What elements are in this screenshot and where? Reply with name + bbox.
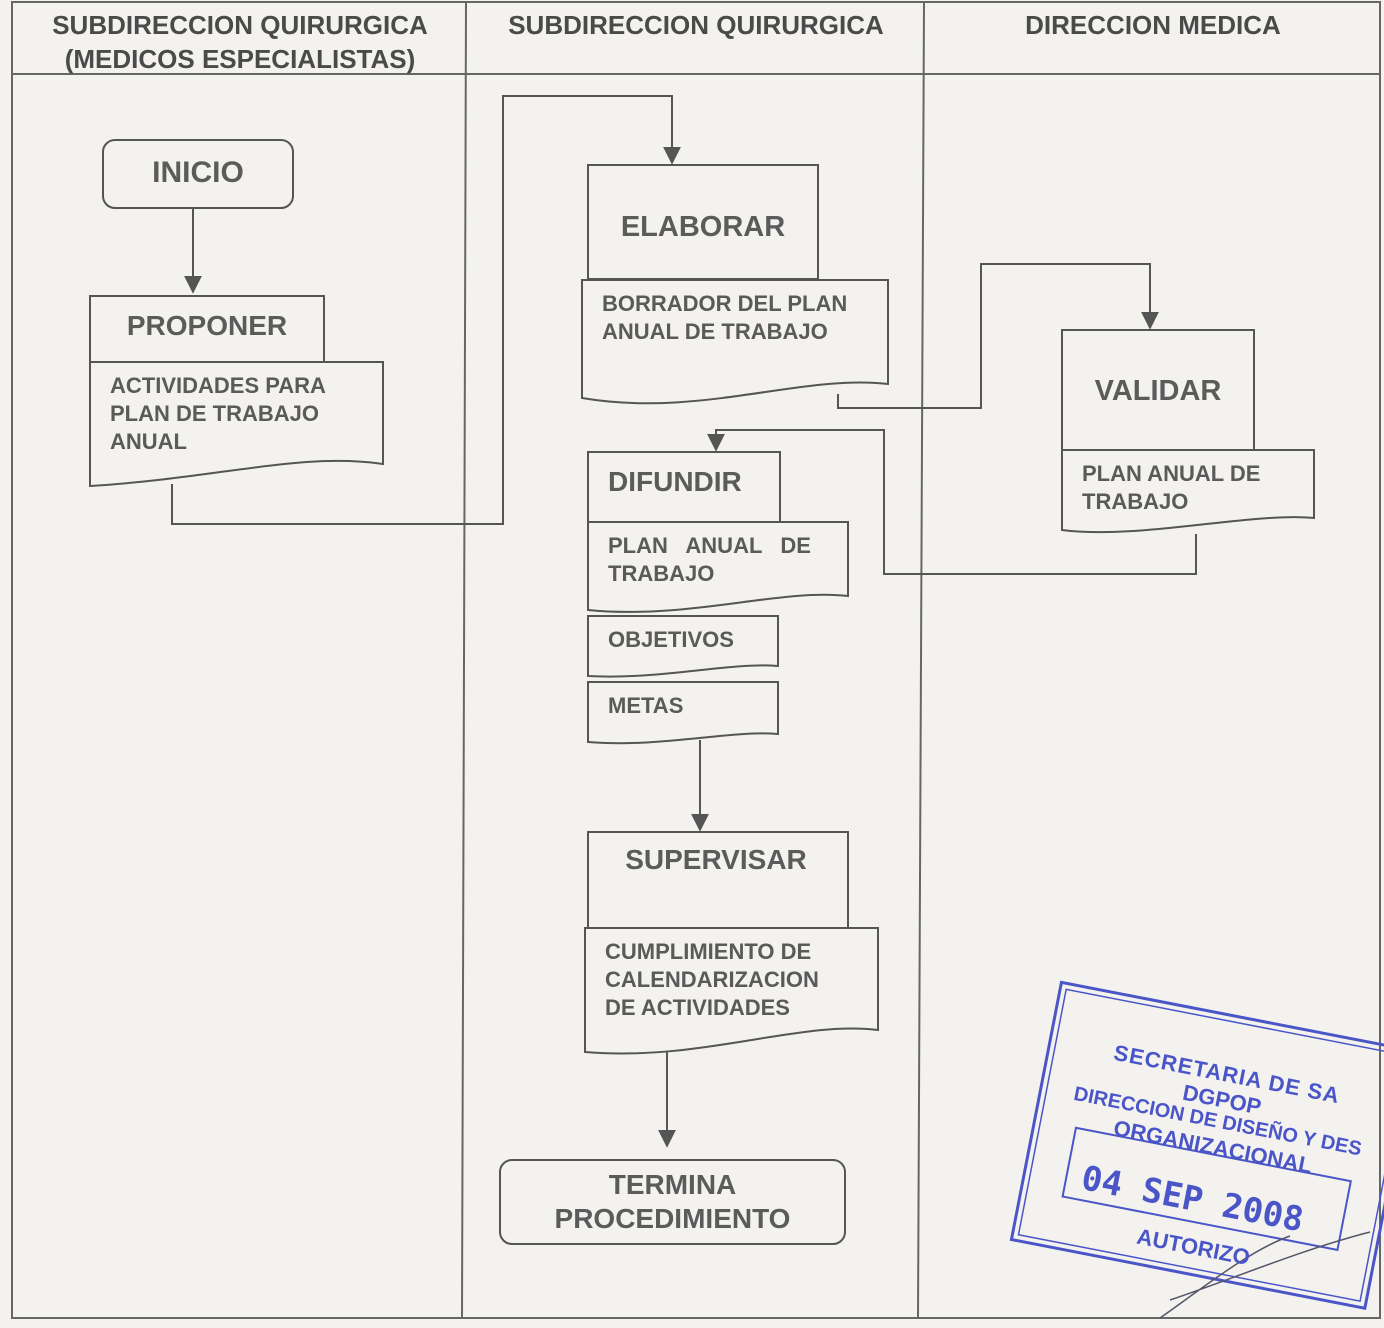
- metas-label: METAS: [608, 693, 684, 718]
- proponer-document: [89, 361, 384, 488]
- objetivos-document: [587, 615, 779, 678]
- termina-label: TERMINA PROCEDIMIENTO: [554, 1169, 791, 1234]
- proponer-label: PROPONER: [126, 310, 288, 341]
- lane-header-subdireccion: SUBDIRECCION QUIRURGICA: [508, 10, 884, 40]
- supervisar-doc-label: CUMPLIMIENTO DE CALENDARIZACION DE ACTIV…: [605, 939, 819, 1020]
- elaborar-label: ELABORAR: [620, 210, 786, 243]
- validar-doc-label: PLAN ANUAL DE TRABAJO: [1082, 461, 1261, 514]
- supervisar-label: SUPERVISAR: [625, 844, 807, 875]
- inicio-label: INICIO: [152, 156, 244, 189]
- end-terminator: [499, 1159, 846, 1245]
- elaborar-document: [581, 279, 889, 405]
- difundir-document: [587, 521, 849, 613]
- validar-process: [1061, 329, 1255, 451]
- proponer-doc-label: ACTIVIDADES PARA PLAN DE TRABAJO ANUAL: [110, 373, 326, 454]
- proponer-process: [89, 295, 325, 363]
- lane-header-medicos: SUBDIRECCION QUIRURGICA (MEDICOS ESPECIA…: [52, 10, 428, 74]
- difundir-process: [587, 451, 781, 523]
- validar-label: VALIDAR: [1094, 374, 1222, 407]
- elaborar-doc-label: BORRADOR DEL PLAN ANUAL DE TRABAJO: [602, 291, 848, 344]
- objetivos-label: OBJETIVOS: [608, 627, 734, 652]
- start-terminator: [102, 139, 294, 209]
- elaborar-process: [587, 164, 819, 280]
- signature-mark: [1159, 1231, 1371, 1319]
- difundir-label: DIFUNDIR: [608, 466, 742, 497]
- supervisar-document: [584, 927, 879, 1055]
- lane-header-direccion-medica: DIRECCION MEDICA: [1025, 10, 1281, 40]
- arrow-proponer-elaborar: [171, 95, 681, 525]
- metas-document: [587, 681, 779, 745]
- swimlane-frame: [11, 1, 1381, 1319]
- validar-document: [1061, 449, 1315, 534]
- arrow-elaborar-validar: [837, 263, 1159, 409]
- arrow-validar-difundir: [707, 429, 1197, 575]
- difundir-doc-label: PLAN ANUAL DE TRABAJO: [608, 533, 811, 586]
